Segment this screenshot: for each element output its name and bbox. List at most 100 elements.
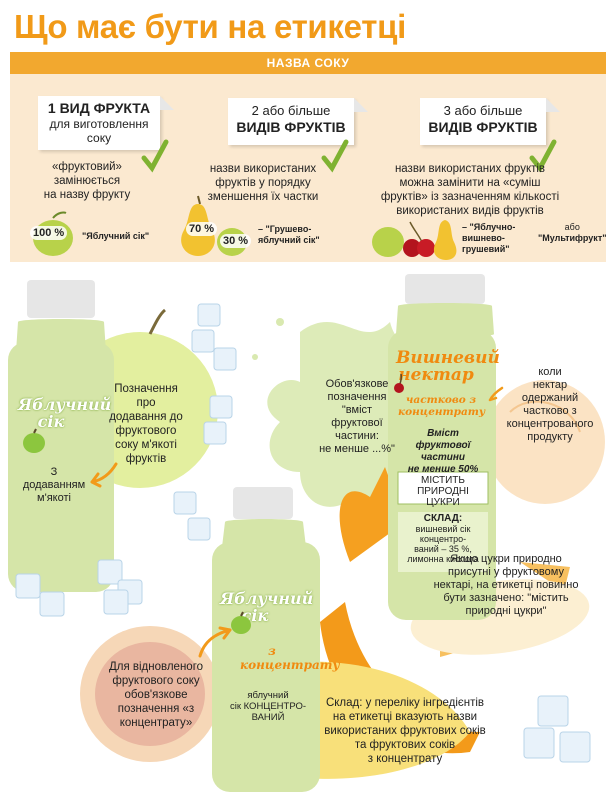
composition-line: лимонна кислота <box>407 554 479 564</box>
rule-text-line: використаних видів фруктів <box>396 205 544 217</box>
note-line: бути зазначено: "містить <box>443 592 569 604</box>
note-line: на етикетці вказують назви <box>332 711 478 723</box>
note-line: позначення «з <box>117 703 195 715</box>
note-line: частково з <box>523 405 577 417</box>
apple-icon <box>231 611 251 634</box>
note-fruit-content: Обов'язкове позначення "вміст фруктової … <box>310 378 404 456</box>
concentrate-line: з <box>268 644 276 658</box>
percent-label: 30 % <box>220 234 252 248</box>
pulp-label-line: м'якоті <box>37 492 71 504</box>
rule-text-line: фруктів» із зазначенням кількості <box>380 191 560 203</box>
card-three-fruits: 3 або більше ВИДІВ ФРУКТІВ <box>420 98 560 145</box>
rule-text-line: фруктів у порядку <box>215 177 311 189</box>
note-line: Якщо цукри природно <box>450 553 562 565</box>
example-name-line: – "Яблучно- <box>462 222 516 232</box>
note-partly-concentrate: коли нектар одержаний частково з концент… <box>500 366 600 444</box>
example-name: "Яблучний сік" <box>82 231 150 241</box>
composition-line: ваний – 35 %, <box>414 544 472 554</box>
note-line: нектарі, на етикетці повинно <box>433 579 579 591</box>
rule-two-fruits-text: назви використаних фруктів у порядку зме… <box>188 162 338 204</box>
concentrate-line: концентрату <box>240 658 340 672</box>
note-ingredients: Склад: у переліку інгредієнтів на етикет… <box>312 696 498 766</box>
arrow-icon <box>198 626 232 658</box>
card-two-heading: ВИДІВ ФРУКТІВ <box>236 119 346 135</box>
bottle-name-line: нектар <box>398 365 474 385</box>
composition-title: СКЛАД: <box>423 513 463 524</box>
card-one-fruit: 1 ВИД ФРУКТА для виготовлення соку <box>38 96 174 150</box>
example-name-line: – "Грушево- <box>258 224 312 234</box>
checkmark-icon <box>141 139 169 173</box>
note-line: концентрованого <box>506 418 594 430</box>
rule-text-line: можна замінити на «суміш <box>399 177 541 189</box>
note-line: Для відновленого <box>108 661 204 673</box>
pulp-label-line: З <box>50 466 58 478</box>
mixed-fruits-icon <box>372 220 457 260</box>
note-line: з концентрату <box>367 753 443 765</box>
ingredients-line: сік КОНЦЕНТРО- <box>229 701 307 712</box>
rule-text-line: на назву фрукту <box>43 189 131 201</box>
note-line: про <box>136 397 156 409</box>
note-line: присутні у фруктовому <box>448 566 564 578</box>
example-name-line: яблучний сік" <box>258 235 320 245</box>
percent-label: 70 % <box>186 222 218 236</box>
bottle-name-line: Яблучний <box>18 395 112 414</box>
card-two-subheading: 2 або більше <box>251 103 331 118</box>
note-line: природні цукри" <box>465 605 547 617</box>
natural-sugars-label: МІСТИТЬ ПРИРОДНІ ЦУКРИ <box>400 475 486 508</box>
section-banner: НАЗВА СОКУ <box>10 52 606 74</box>
card-one-subtext-2: соку <box>86 131 112 145</box>
partly-line: частково з <box>405 394 477 406</box>
arrow-icon <box>488 386 504 402</box>
sugar-line: ПРИРОДНІ <box>417 486 469 497</box>
example-name: – "Яблучно- вишнево- грушевий" <box>462 222 515 255</box>
rule-one-fruit-text: «фруктовий» замінюється на назву фрукту <box>22 160 152 202</box>
note-line: фруктової <box>331 417 383 429</box>
note-line: фруктового соку <box>112 675 200 687</box>
note-line: частини: <box>335 430 379 442</box>
example-name-line: грушевий" <box>462 244 510 254</box>
note-line: використаних фруктових соків <box>324 725 486 737</box>
note-restored-juice: Для відновленого фруктового соку обов'яз… <box>96 660 216 730</box>
note-pulp: Позначення про додавання до фруктового с… <box>94 382 198 466</box>
note-line: "вміст <box>341 404 373 416</box>
bottles-illustration <box>8 274 605 792</box>
ice-cubes-icon <box>523 695 591 763</box>
rule-text-line: замінюється <box>53 175 121 187</box>
pulp-label: З додаванням м'якоті <box>18 466 90 505</box>
example-alternative: або "Мультифрукт" <box>538 222 607 244</box>
content-line: фруктової <box>415 440 471 451</box>
note-line: продукту <box>527 431 573 443</box>
note-line: коли <box>538 366 562 378</box>
composition-label: СКЛАД: вишневий сік концентро- ваний – 3… <box>400 513 486 565</box>
note-line: додавання до <box>109 411 183 423</box>
note-line: фруктового <box>115 425 177 437</box>
ingredients-line: яблучний <box>247 690 289 701</box>
page-title: Що має бути на етикетці <box>14 8 406 45</box>
partly-concentrate-mark: частково з концентрату <box>398 394 485 418</box>
card-three-heading: ВИДІВ ФРУКТІВ <box>428 119 538 135</box>
note-line: фруктів <box>125 453 167 465</box>
checkmark-icon <box>529 139 557 173</box>
rule-text-line: назви використаних фруктів <box>394 163 546 175</box>
concentrate-mark: з концентрату <box>240 644 340 672</box>
composition-line: концентро- <box>419 534 467 544</box>
fruit-content-label: Вміст фруктової частини не менше 50% <box>400 428 486 476</box>
note-line: обов'язкове <box>124 689 188 701</box>
ingredients-mid: яблучний сік КОНЦЕНТРО- ВАНИЙ <box>228 690 308 723</box>
card-three-subheading: 3 або більше <box>443 103 523 118</box>
card-one-subtext: для виготовлення <box>49 117 149 131</box>
card-one-heading: 1 ВИД ФРУКТА <box>47 100 151 116</box>
bottle-name-line: Яблучний <box>220 589 314 608</box>
percent-label: 100 % <box>30 226 68 240</box>
cherry-icon <box>394 373 404 393</box>
content-line: частини <box>420 452 466 463</box>
ingredients-line: ВАНИЙ <box>251 712 285 723</box>
note-line: Обов'язкове <box>325 378 389 390</box>
note-line: не менше ...%" <box>319 443 395 455</box>
note-line: концентрату» <box>119 717 193 729</box>
rule-text-line: назви використаних <box>209 163 317 175</box>
rule-text-line: «фруктовий» <box>52 161 122 173</box>
note-line: нектар <box>532 379 568 391</box>
or-word: або <box>564 222 580 232</box>
example-name-line: "Мультифрукт" <box>538 233 607 243</box>
